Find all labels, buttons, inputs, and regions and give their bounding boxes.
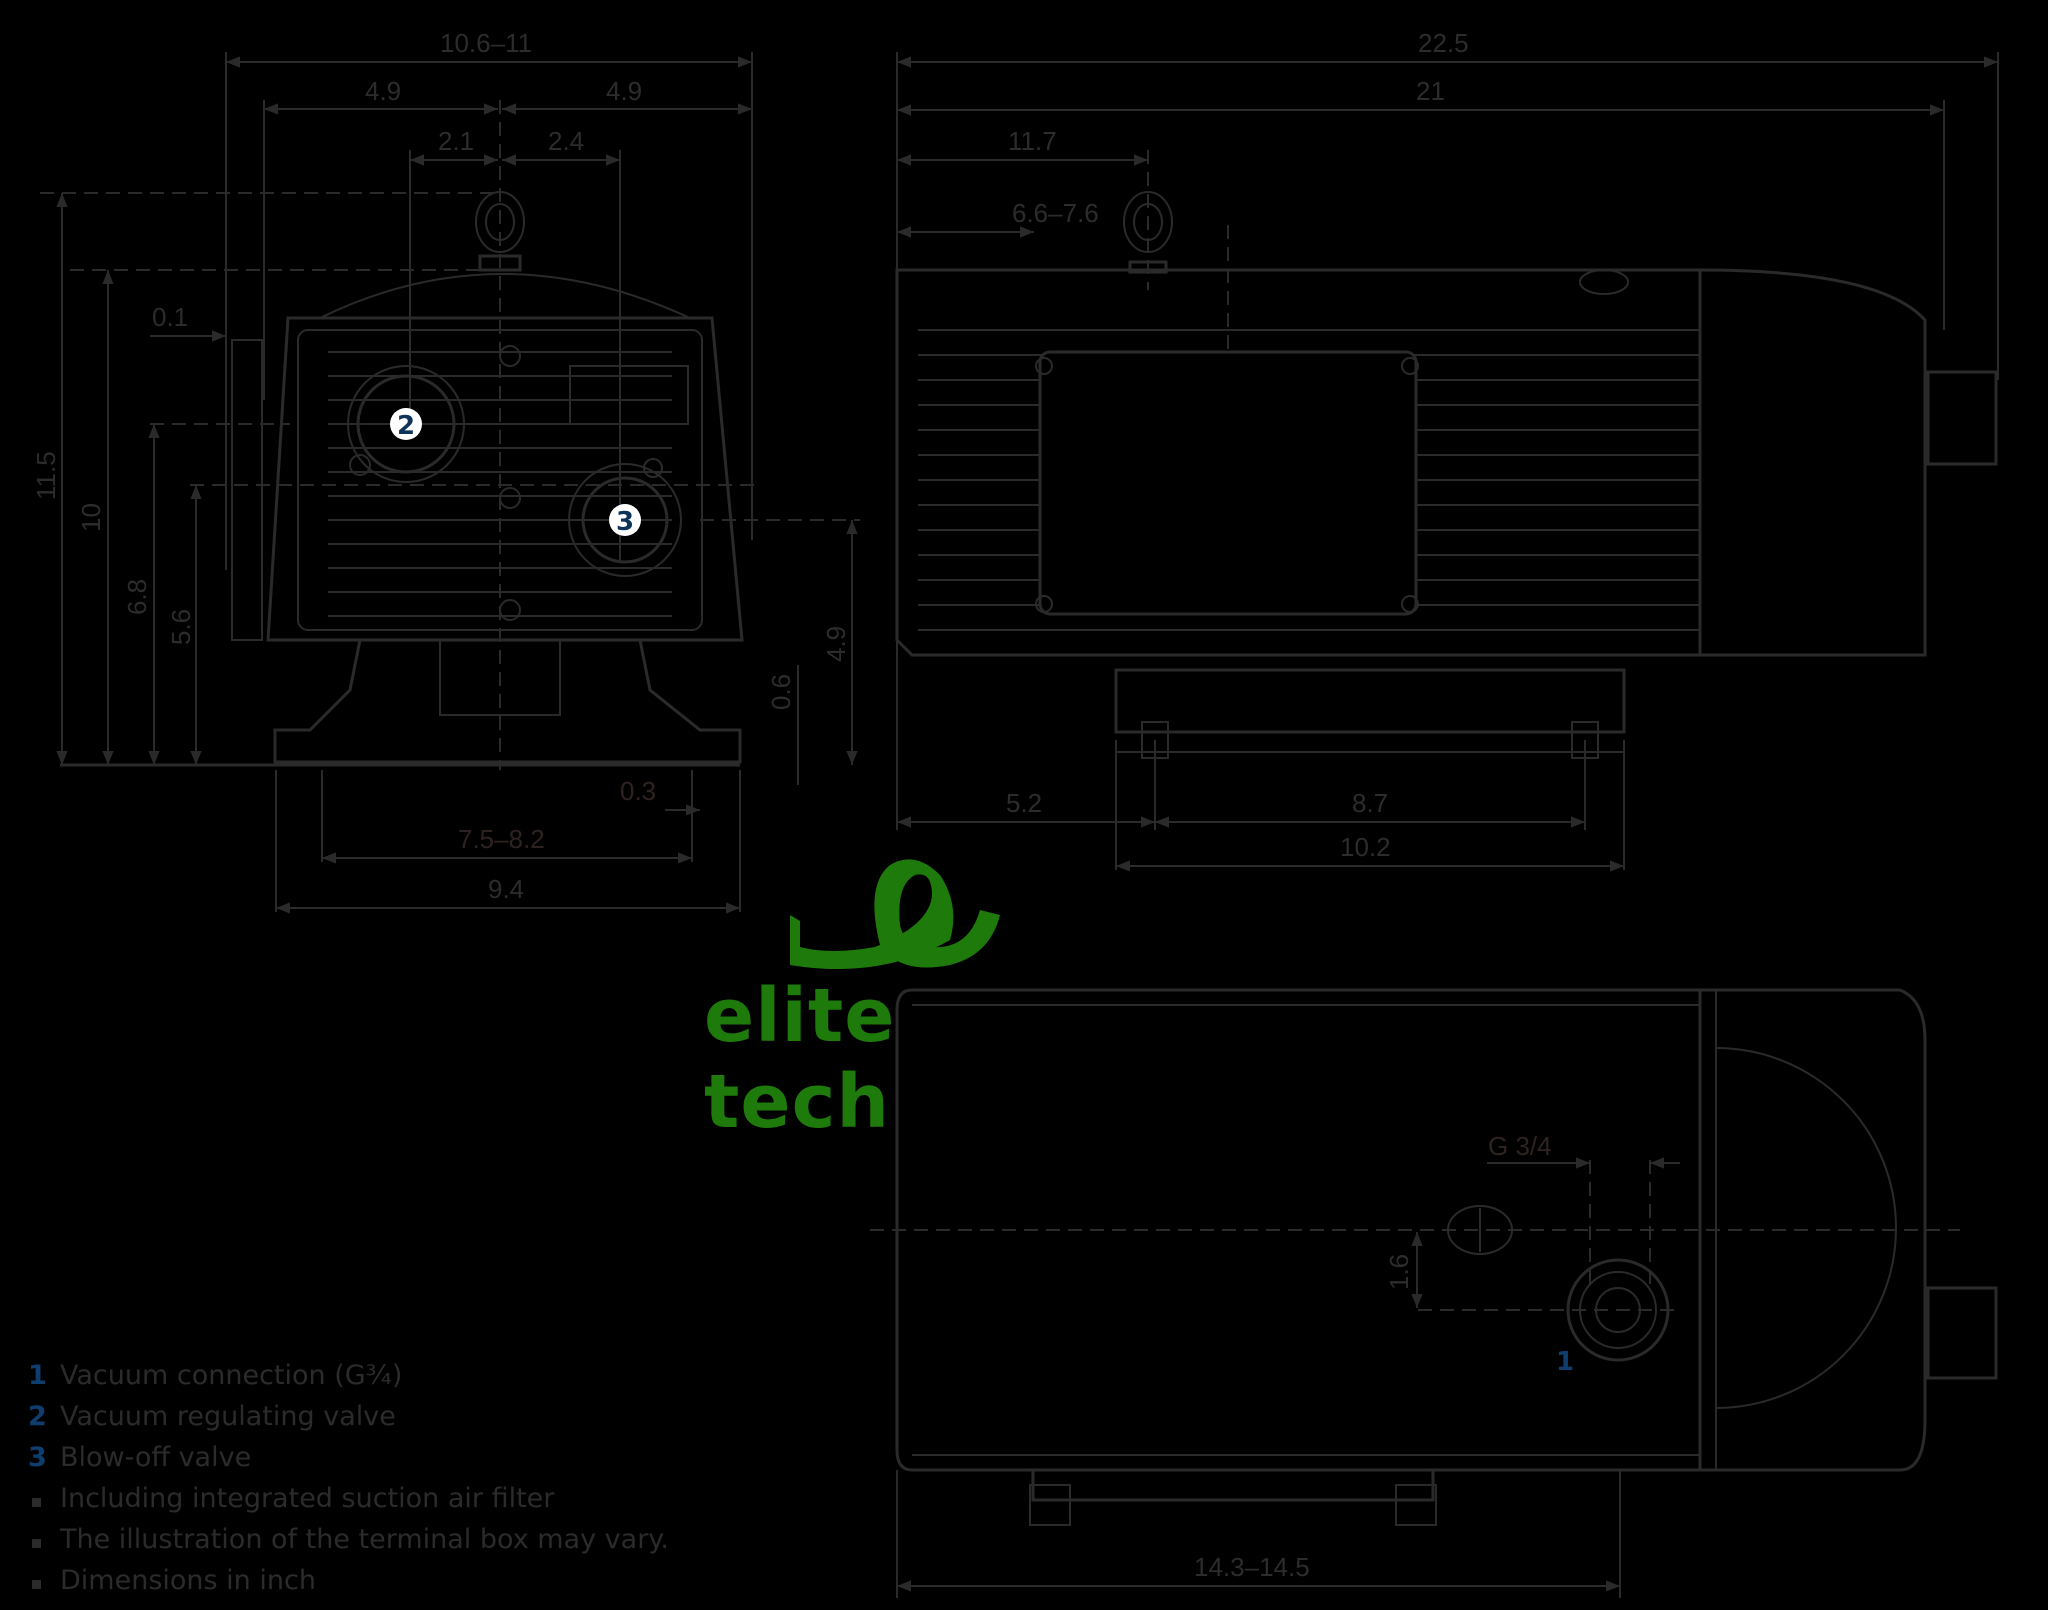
dim-body-length: 21 <box>1416 76 1445 106</box>
bullet-icon <box>28 1565 60 1596</box>
dim-valve2-offset: 2.1 <box>438 126 474 156</box>
note-text: The illustration of the terminal box may… <box>60 1524 670 1555</box>
dim-foot-hole-spacing: 7.5–8.2 <box>458 824 545 854</box>
front-view: 10.6–11 4.9 4.9 2.1 2.4 <box>31 28 860 914</box>
legend-item-1: 1 Vacuum connection (G¾) <box>28 1355 669 1396</box>
dim-connection-thread: G 3/4 <box>1488 1131 1552 1161</box>
side-view: 22.5 21 11.7 6.6–7.6 <box>895 28 1999 872</box>
dim-right-half: 4.9 <box>606 76 642 106</box>
logo-text: elite tech <box>704 973 896 1145</box>
legend-note: Dimensions in inch <box>28 1560 669 1601</box>
dim-body-height: 10 <box>76 503 106 532</box>
legend: 1 Vacuum connection (G¾) 2 Vacuum regula… <box>28 1355 669 1601</box>
logo-swoosh-icon <box>790 859 1000 970</box>
dim-overall-width: 10.6–11 <box>440 28 532 58</box>
dim-foot-thickness: 0.6 <box>766 674 796 710</box>
legend-label: Vacuum connection (G¾) <box>60 1360 403 1391</box>
dim-terminal-box: 6.6–7.6 <box>1012 198 1099 228</box>
dim-axis-height: 5.6 <box>166 609 196 645</box>
dim-total-height: 11.5 <box>31 451 61 500</box>
dim-side-foot-hole-spacing: 8.7 <box>1352 788 1388 818</box>
note-text: Including integrated suction air filter <box>60 1483 555 1514</box>
svg-text:3: 3 <box>616 507 634 537</box>
dim-connection-offset: 1.6 <box>1384 1254 1414 1290</box>
top-view: G 3/4 1.6 1 14.3–14.5 <box>870 988 1998 1598</box>
callout-1: 1 <box>1556 1347 1574 1377</box>
dim-valve3-height: 4.9 <box>821 626 851 662</box>
legend-key: 2 <box>28 1401 47 1432</box>
callout-2: 2 <box>390 408 422 441</box>
dim-flange-gap: 0.1 <box>152 302 188 332</box>
dim-left-half: 4.9 <box>365 76 401 106</box>
dim-valve3-offset: 2.4 <box>548 126 584 156</box>
dim-foot-offset: 5.2 <box>1006 788 1042 818</box>
note-text: Dimensions in inch <box>60 1565 316 1596</box>
legend-item-3: 3 Blow-off valve <box>28 1437 669 1478</box>
legend-label: Blow-off valve <box>60 1442 252 1473</box>
dim-foot-span: 14.3–14.5 <box>1194 1552 1310 1582</box>
dim-valve2-height: 6.8 <box>122 579 152 615</box>
dim-foot-width: 9.4 <box>488 874 524 904</box>
legend-note: The illustration of the terminal box may… <box>28 1519 669 1560</box>
dim-overall-length: 22.5 <box>1418 28 1469 58</box>
legend-label: Vacuum regulating valve <box>60 1401 396 1432</box>
bullet-icon <box>28 1524 60 1555</box>
bullet-icon <box>28 1483 60 1514</box>
legend-key: 3 <box>28 1442 47 1473</box>
dim-eyebolt-position: 11.7 <box>1008 126 1057 156</box>
elite-tech-logo: elite tech <box>700 845 1070 1145</box>
legend-key: 1 <box>28 1360 47 1391</box>
legend-note: Including integrated suction air filter <box>28 1478 669 1519</box>
legend-item-2: 2 Vacuum regulating valve <box>28 1396 669 1437</box>
dim-foot-slot: 0.3 <box>620 776 656 806</box>
svg-text:2: 2 <box>397 411 415 441</box>
dim-foot-length: 10.2 <box>1340 832 1391 862</box>
callout-3: 3 <box>609 504 641 537</box>
